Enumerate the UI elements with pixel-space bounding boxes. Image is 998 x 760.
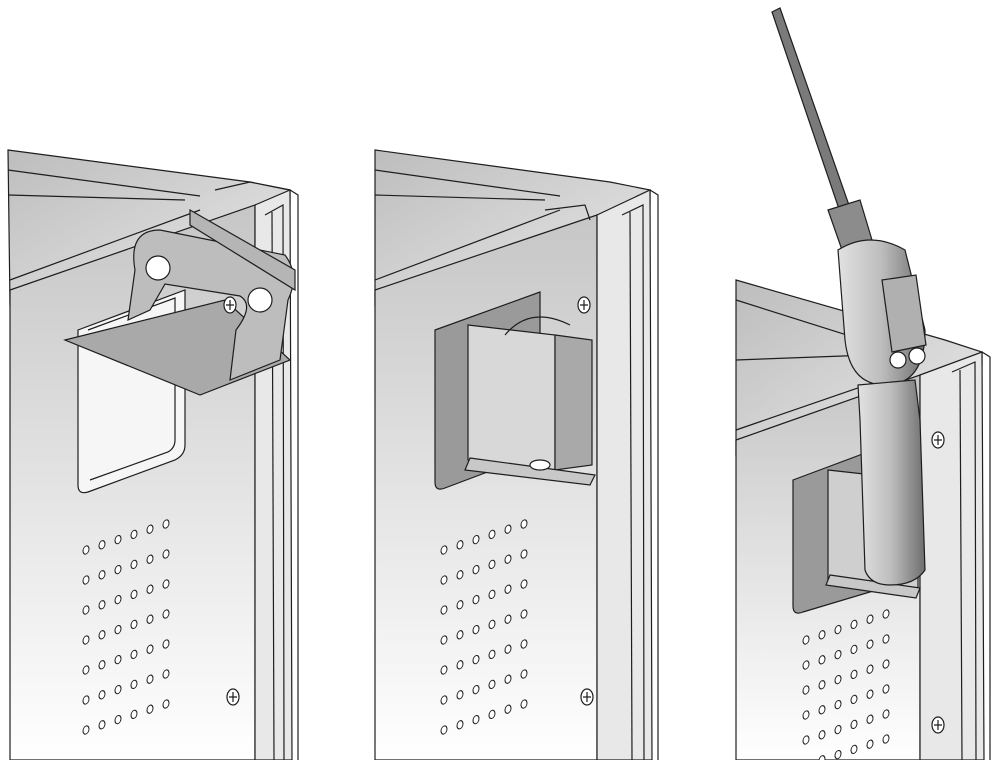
vent-holes (802, 609, 890, 760)
screw-icon (931, 431, 945, 734)
probe-device (771, 7, 927, 586)
vent-holes (440, 519, 528, 735)
step-3-drawing (735, 7, 991, 760)
step-1-panel (0, 0, 320, 760)
screw-icon (577, 296, 594, 706)
step-3-panel (720, 0, 998, 760)
vent-holes (82, 519, 170, 735)
holder-clip-open (63, 208, 296, 396)
vent-hole-icon (82, 519, 170, 735)
probe-grip (857, 379, 926, 586)
screw-icon (223, 296, 240, 706)
step-1-drawing (7, 149, 299, 760)
step-2-drawing (374, 149, 659, 760)
probe-button-right (908, 347, 926, 365)
vent-hole-icon (440, 519, 528, 735)
step-2-panel (360, 0, 680, 760)
vent-hole-icon (802, 609, 890, 760)
holder-clip-inserted (464, 316, 596, 486)
probe-button-left (889, 351, 907, 369)
probe-rod (771, 7, 851, 213)
probe-display (881, 274, 927, 353)
